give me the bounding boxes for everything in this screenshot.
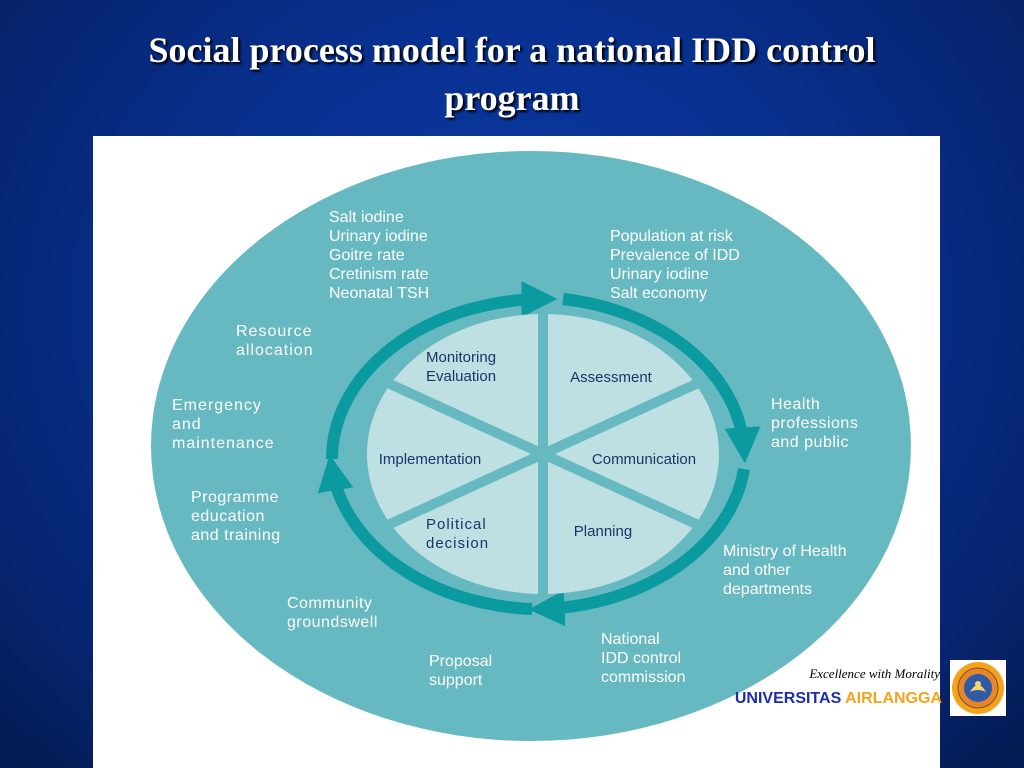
university-seal-icon [950, 660, 1006, 716]
outer-label-national: commission [601, 669, 685, 686]
outer-label-programme: education [191, 508, 265, 525]
slide-title: Social process model for a national IDD … [40, 26, 984, 122]
university-name: UNIVERSITAS AIRLANGGA [730, 690, 942, 708]
outer-label-top-left: Salt iodine [329, 209, 404, 226]
outer-label-top-right: Urinary iodine [610, 266, 709, 283]
motto-text: Excellence with Morality [809, 666, 940, 681]
wheel-segment-label: decision [426, 535, 489, 552]
wheel-segment-label: Assessment [570, 369, 653, 386]
outer-label-programme: and training [191, 527, 281, 544]
ring-arrow-bottom [528, 468, 750, 627]
outer-label-top-right: Salt economy [610, 285, 707, 302]
outer-label-health: Health [771, 396, 820, 413]
ring-arrow-top [326, 281, 558, 460]
outer-label-ministry: and other [723, 562, 791, 579]
university-name-part2: AIRLANGGA [845, 690, 942, 707]
wheel-spoke [387, 379, 699, 529]
outer-label-proposal: support [429, 672, 483, 689]
outer-label-health: professions [771, 415, 858, 432]
wheel-segment-label: Planning [574, 523, 632, 540]
wheel-segment-label: Communication [592, 451, 696, 468]
outer-label-ministry: Ministry of Health [723, 543, 847, 560]
outer-label-resource: allocation [236, 342, 314, 359]
outer-label-top-right: Population at risk [610, 228, 734, 245]
outer-label-top-left: Neonatal TSH [329, 285, 429, 302]
outer-label-emergency: Emergency [172, 397, 262, 414]
outer-label-resource: Resource [236, 323, 312, 340]
outer-label-community: Community [287, 595, 372, 612]
outer-label-programme: Programme [191, 489, 279, 506]
ring-arrow-left [317, 454, 533, 615]
outer-label-top-left: Cretinism rate [329, 266, 429, 283]
wheel-segment-label: Implementation [379, 451, 482, 468]
outer-label-community: groundswell [287, 614, 378, 631]
outer-label-emergency: maintenance [172, 435, 275, 452]
wheel-segment-label: Evaluation [426, 368, 496, 385]
wheel-segment-label: Political [426, 516, 487, 533]
outer-label-health: and public [771, 434, 849, 451]
outer-label-emergency: and [172, 416, 202, 433]
outer-label-top-right: Prevalence of IDD [610, 247, 740, 264]
outer-label-ministry: departments [723, 581, 812, 598]
ring-arrow-right [562, 293, 761, 464]
university-branding: Excellence with Morality UNIVERSITAS AIR… [730, 660, 1020, 720]
outer-label-national: IDD control [601, 650, 681, 667]
title-line-1: Social process model for a national IDD … [148, 30, 876, 70]
outer-label-top-left: Urinary iodine [329, 228, 428, 245]
outer-label-proposal: Proposal [429, 653, 492, 670]
wheel-segment-label: Monitoring [426, 349, 496, 366]
outer-label-top-left: Goitre rate [329, 247, 405, 264]
university-name-part1: UNIVERSITAS [734, 690, 842, 707]
outer-label-national: National [601, 631, 660, 648]
title-line-2: program [444, 78, 580, 118]
